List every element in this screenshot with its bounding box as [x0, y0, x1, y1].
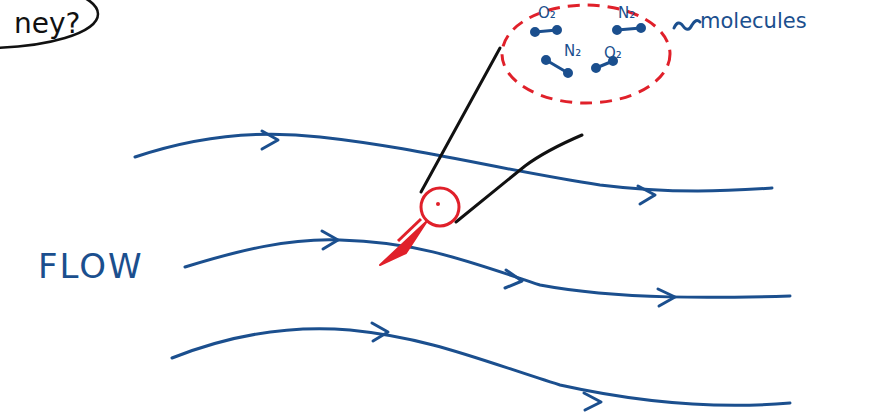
flow-chevron — [638, 186, 655, 204]
streamline — [172, 329, 790, 405]
streamline — [185, 240, 790, 298]
atom-dot — [593, 65, 600, 72]
atom-dot — [614, 27, 621, 34]
streamlines — [135, 131, 790, 410]
question-text: ney? — [14, 9, 96, 40]
flow-chevron — [322, 231, 338, 249]
flow-label: FLOW — [38, 248, 188, 285]
atom-dot — [565, 70, 572, 77]
node-outline-shape — [0, 0, 98, 48]
flow-chevron — [658, 289, 675, 306]
molecule-zoom-circle: O₂N₂N₂O₂ — [500, 3, 672, 105]
molecule-label: O₂ — [538, 5, 578, 22]
molecule-symbols — [532, 25, 645, 77]
molecule-label: O₂ — [604, 45, 644, 62]
flow-chevron — [262, 131, 278, 149]
flow-chevron — [505, 270, 522, 288]
parcel-marker — [380, 221, 427, 265]
flow-chevron — [584, 393, 601, 410]
leader-squiggle — [674, 21, 700, 30]
molecule-label: N₂ — [618, 5, 658, 22]
flow-chevron — [372, 323, 388, 341]
atom-dot — [554, 27, 561, 34]
atom-dot — [543, 57, 550, 64]
streamline — [135, 134, 772, 191]
node-outline — [500, 3, 672, 105]
parcel-dot — [436, 202, 440, 206]
atom-dot — [638, 25, 645, 32]
zoom-line — [421, 48, 500, 192]
parcel-marker — [398, 219, 421, 241]
molecule-label: N₂ — [564, 43, 604, 60]
fluid-parcel — [380, 188, 459, 265]
callout-label: molecules — [700, 10, 840, 33]
zoom-line — [456, 135, 582, 222]
atom-dot — [532, 29, 539, 36]
question-oval: ney? — [0, 0, 100, 50]
node-outline-shape — [502, 5, 670, 103]
